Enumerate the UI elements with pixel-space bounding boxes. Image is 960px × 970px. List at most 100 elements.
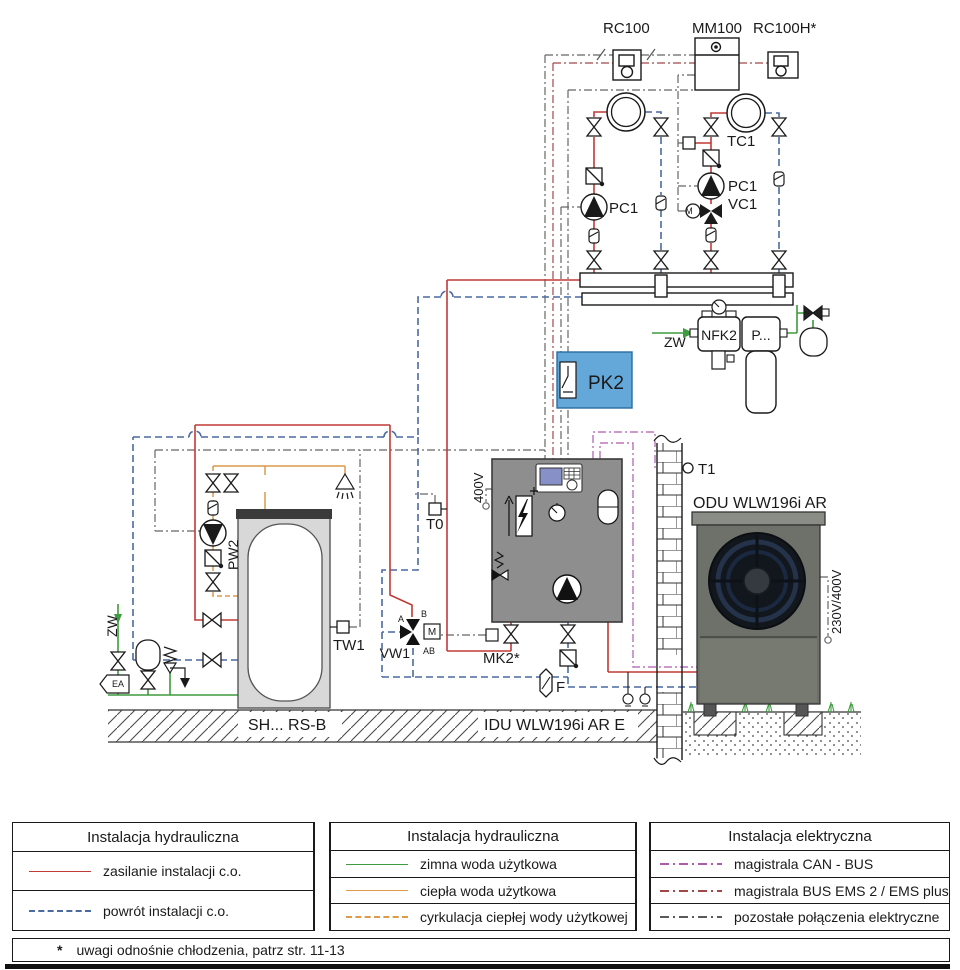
dhw-tank	[236, 509, 332, 709]
sensor-mk2	[485, 628, 499, 642]
ground-hatch-band	[108, 709, 657, 743]
label-rc100: RC100	[603, 20, 650, 37]
label-tank: SH... RS-B	[248, 717, 326, 734]
controller-rc100	[612, 49, 642, 81]
relay-icon	[559, 361, 577, 399]
label-ea: EA	[112, 679, 124, 689]
legend-row: powrót instalacji c.o.	[13, 891, 313, 930]
legend-hydraulic-2: Instalacja hydrauliczna zimna woda użytk…	[330, 822, 636, 931]
legend-separator	[314, 822, 330, 931]
label-vw1-ab: AB	[423, 646, 435, 656]
zw-flow-arrow-top	[683, 328, 694, 338]
sensor-t1	[682, 462, 694, 474]
sensor-tw1	[336, 620, 350, 634]
heating-circuit-right	[682, 93, 787, 270]
pk2-box	[556, 351, 633, 409]
label-idu: IDU WLW196i AR E	[484, 717, 625, 734]
cold-water-inlet-group	[99, 639, 190, 694]
expansion-vessel-small	[799, 327, 828, 357]
label-nfk2: NFK2	[701, 327, 737, 343]
legend-line-hot-water	[346, 890, 408, 891]
heating-circuit-left	[580, 92, 669, 270]
legend-label: cyrkulacja ciepłej wody użytkowej	[420, 908, 628, 925]
footnote-asterisk: *	[57, 942, 63, 958]
legend-header: Instalacja elektryczna	[651, 823, 949, 851]
label-mk2: MK2*	[483, 650, 520, 667]
legend-line-cold-water	[346, 863, 408, 865]
legend-label: zasilanie instalacji c.o.	[103, 863, 242, 879]
circulation-group-pw2	[199, 473, 239, 592]
safety-valve	[162, 646, 186, 678]
legend-line-ems-bus	[660, 889, 722, 892]
label-vw1-m: M	[428, 627, 436, 638]
connector-400v	[482, 502, 490, 510]
legend-line-return	[29, 909, 91, 912]
bottom-rule	[5, 964, 950, 969]
label-zw-top: ZW	[664, 334, 687, 350]
sensor-t0	[428, 502, 442, 516]
label-mm100: MM100	[692, 20, 742, 37]
legend-label: magistrala BUS EMS 2 / EMS plus	[734, 882, 949, 899]
legend-row: magistrala CAN - BUS	[651, 851, 949, 878]
legend-label: zimna woda użytkowa	[420, 856, 557, 872]
label-vw1-b: B	[421, 609, 427, 619]
legend-label: magistrala CAN - BUS	[734, 856, 874, 872]
legend-separator	[636, 822, 650, 931]
legend-line-electrical-other	[660, 915, 722, 918]
controller-rc100h	[767, 51, 799, 79]
label-vw1-a: A	[398, 614, 404, 624]
mixing-valve-vc1	[685, 203, 722, 224]
sensor-tc1	[682, 136, 696, 150]
label-vc1-m: M	[685, 206, 693, 216]
legend-line-supply	[29, 870, 91, 872]
manifold	[579, 272, 794, 306]
label-zw-left: ZW	[104, 614, 120, 637]
label-t1: T1	[698, 461, 716, 478]
idu-control-panel	[535, 463, 583, 493]
label-vw1: VW1	[380, 645, 411, 661]
electric-heater-icon	[504, 487, 538, 537]
fill-group	[689, 299, 830, 414]
label-pk2: PK2	[588, 373, 624, 394]
label-tc1: TC1	[727, 133, 755, 150]
label-rc100h: RC100H*	[753, 20, 817, 37]
legend-line-can-bus	[660, 863, 722, 865]
piping-circulation	[212, 466, 238, 597]
filter-canister	[745, 350, 777, 414]
legend-row: magistrala BUS EMS 2 / EMS plus	[651, 878, 949, 904]
ea-drain	[99, 674, 130, 694]
diverter-valve-vw1	[400, 619, 441, 645]
controller-mm100	[694, 37, 740, 91]
idu-unit	[491, 458, 623, 623]
legend-hydraulic-1: Instalacja hydrauliczna zasilanie instal…	[12, 822, 314, 931]
legend-label: ciepła woda użytkowa	[420, 882, 557, 899]
odu-unit	[691, 511, 826, 717]
legend-line-circulation	[346, 915, 408, 918]
label-p-filter: P...	[751, 327, 770, 343]
zw-flow-arrow-left	[114, 614, 122, 624]
outdoor-ground	[683, 702, 861, 758]
filter-f	[539, 668, 553, 698]
legend-row: zasilanie instalacji c.o.	[13, 852, 313, 891]
wall	[653, 434, 683, 765]
legend-header: Instalacja hydrauliczna	[13, 823, 313, 852]
legend-electrical: Instalacja elektryczna magistrala CAN - …	[650, 822, 950, 931]
shower-icon	[334, 472, 356, 500]
label-pw2: PW2	[225, 539, 241, 570]
expansion-vessel-dhw	[135, 639, 161, 671]
footnote-row: * uwagi odnośnie chłodzenia, patrz str. …	[12, 938, 950, 962]
legend-row: zimna woda użytkowa	[331, 851, 635, 878]
legend-row: ciepła woda użytkowa	[331, 878, 635, 904]
drain-cocks	[622, 672, 651, 707]
label-pc1-right: PC1	[728, 178, 757, 195]
label-400v: 400V	[471, 472, 486, 503]
label-odu: ODU WLW196i AR	[693, 495, 827, 512]
label-vc1: VC1	[728, 196, 757, 213]
piping-diagram: RC100 MM100 RC100H* TC1 PC1 PC1 VC1 M ZW…	[99, 20, 861, 765]
label-f: F	[556, 679, 565, 696]
legend-row: pozostałe połączenia elektryczne	[651, 904, 949, 929]
fill-valve-kb	[803, 304, 830, 322]
legend-label: powrót instalacji c.o.	[103, 902, 230, 919]
footnote-text: uwagi odnośnie chłodzenia, patrz str. 11…	[76, 942, 345, 958]
